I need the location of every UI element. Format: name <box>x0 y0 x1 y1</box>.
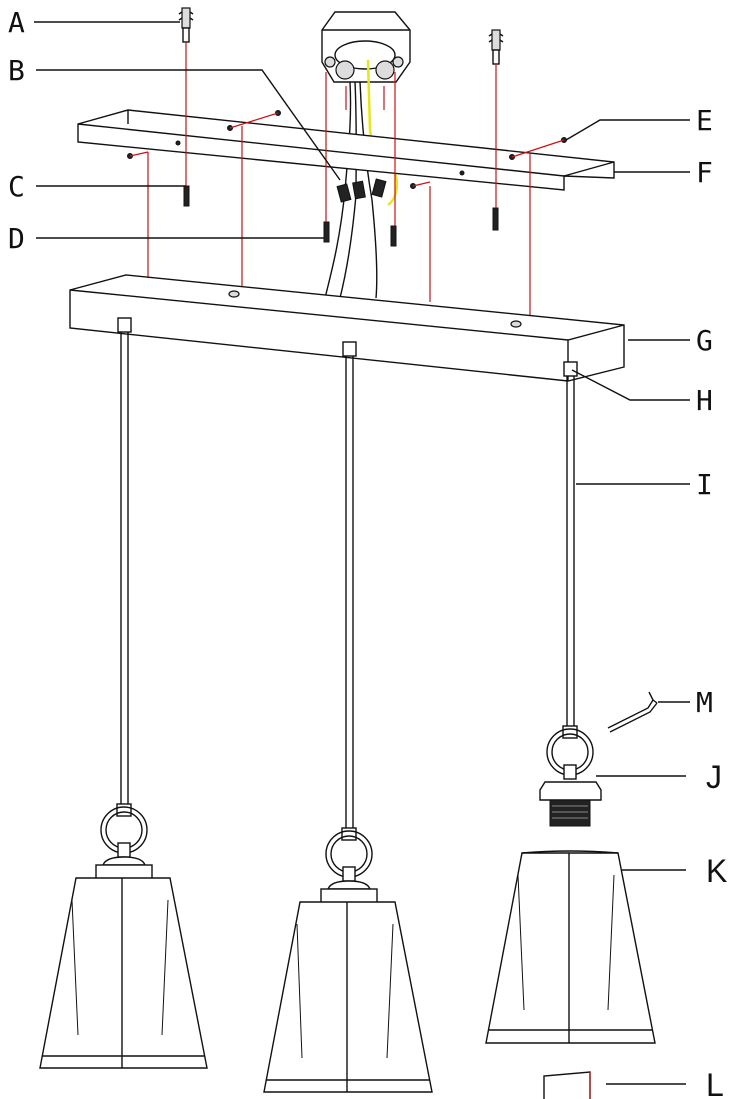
small-part <box>543 1071 591 1099</box>
label-c: C <box>8 170 25 203</box>
label-h: H <box>696 384 713 417</box>
junction-box <box>321 11 411 83</box>
label-i: I <box>696 468 713 501</box>
label-a: A <box>8 6 25 39</box>
label-d: D <box>8 222 25 255</box>
pendant-2 <box>263 827 433 1093</box>
label-e: E <box>696 104 713 137</box>
canopy-bar <box>69 274 625 382</box>
label-f: F <box>696 156 713 189</box>
alignment-lines <box>129 42 565 322</box>
pendant-3 <box>485 725 656 1044</box>
label-j: J <box>706 759 722 795</box>
anchor-left <box>178 7 194 43</box>
label-k: K <box>706 853 727 889</box>
label-g: G <box>696 324 713 357</box>
label-b: B <box>8 54 25 87</box>
label-m: M <box>696 686 713 719</box>
hex-key <box>607 691 658 733</box>
anchor-right <box>488 29 504 65</box>
wires <box>324 59 399 299</box>
cord-grips <box>117 317 578 377</box>
callout-leaders <box>34 21 690 1085</box>
pendant-1 <box>39 803 208 1069</box>
cords <box>120 332 575 828</box>
label-l: L <box>706 1067 724 1099</box>
